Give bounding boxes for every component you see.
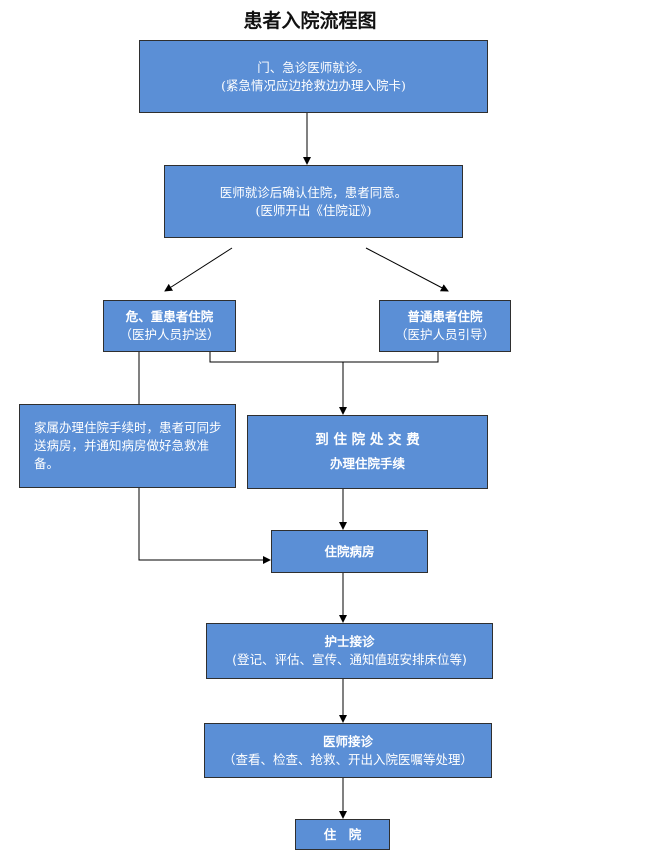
node-line: （查看、检查、抢救、开出入院医嘱等处理） [222, 751, 473, 767]
node-line: 办理住院手续 [329, 456, 405, 471]
edge-n5-n7 [138, 488, 271, 564]
node-nurse-reception: 护士接诊 (登记、评估、宣传、通知值班安排床位等) [206, 623, 493, 679]
node-hospitalized: 住 院 [295, 819, 390, 850]
node-line: （医护人员护送） [119, 327, 220, 342]
node-line: （医护人员引导） [394, 327, 495, 342]
node-line: (医师开出《住院证》) [255, 202, 372, 218]
node-line: 危、重患者住院 [125, 309, 214, 324]
diagram-title: 患者入院流程图 [243, 10, 377, 32]
node-outpatient-visit: 门、急诊医师就诊。 (紧急情况应边抢救边办理入院卡) [139, 40, 488, 113]
node-critical-patient: 危、重患者住院 （医护人员护送） [103, 300, 236, 352]
node-payment-office: 到 住 院 处 交 费 办理住院手续 [247, 415, 488, 489]
node-family-procedure: 家属办理住院手续时，患者可同步送病房，并通知病房做好急救准备。 [19, 404, 236, 488]
edge-n3-n4-merge [209, 352, 439, 363]
node-line: 普通患者住院 [407, 309, 483, 324]
node-line: 护士接诊 [324, 634, 375, 649]
edge-n2-n3 [164, 247, 233, 292]
node-line: 住 院 [323, 826, 362, 842]
node-inpatient-ward: 住院病房 [271, 530, 428, 573]
node-confirm-admission: 医师就诊后确认住院，患者同意。 (医师开出《住院证》) [164, 165, 463, 238]
node-line: 医师就诊后确认住院，患者同意。 [219, 184, 408, 200]
node-line: 门、急诊医师就诊。 [257, 59, 370, 75]
node-doctor-reception: 医师接诊 （查看、检查、抢救、开出入院医嘱等处理） [204, 723, 492, 778]
node-line: (登记、评估、宣传、通知值班安排床位等) [232, 652, 467, 667]
edge-n2-n4 [365, 247, 449, 292]
node-line: 住院病房 [324, 543, 375, 559]
node-line: 到 住 院 处 交 费 [315, 432, 420, 448]
node-text: 家属办理住院手续时，患者可同步送病房，并通知病房做好急救准备。 [34, 420, 222, 471]
node-line: 医师接诊 [322, 733, 373, 749]
node-line: (紧急情况应边抢救边办理入院卡) [221, 77, 406, 93]
node-regular-patient: 普通患者住院 （医护人员引导） [379, 300, 511, 352]
